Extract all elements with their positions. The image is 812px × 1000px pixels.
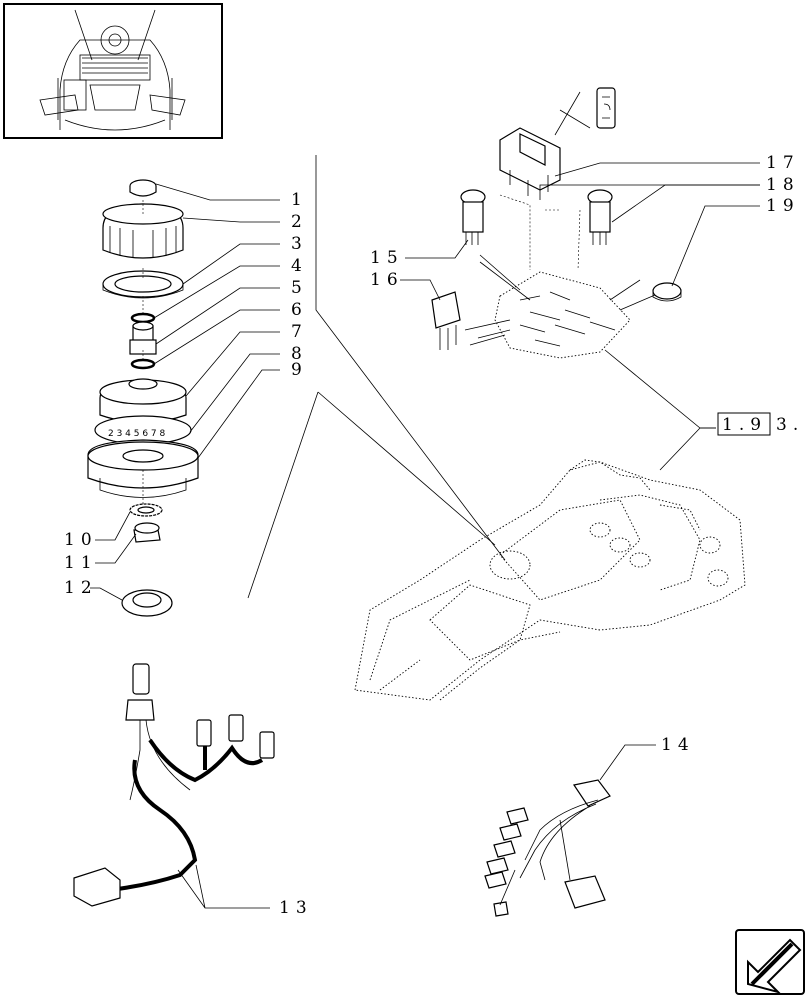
- part-11-nut: [133, 522, 161, 543]
- part-3-ring: [102, 270, 184, 299]
- reference-suffix: 3.: [776, 415, 804, 435]
- callout-5: 5: [291, 278, 308, 298]
- callout-14: 14: [661, 735, 695, 755]
- rocker-switch: [499, 127, 561, 196]
- callout-15: 15: [370, 248, 404, 268]
- part-1-cap: [129, 179, 157, 197]
- callout-3: 3: [291, 234, 308, 254]
- switch-panel: [494, 271, 631, 359]
- callout-8: 8: [291, 344, 308, 364]
- plug-15: [460, 189, 486, 245]
- callout-4: 4: [291, 256, 308, 276]
- reference-boxed: 1.9: [722, 415, 767, 435]
- part-6-oring: [130, 358, 156, 370]
- reference-label: 1.9 3.: [604, 349, 804, 471]
- callout-18: 18: [766, 175, 800, 195]
- part-5-shaft: [129, 321, 157, 355]
- knob-assembly: 2 3 4 5 6 7 8: [87, 179, 199, 617]
- callouts-left: 1 2 3 4 5 6 7 8 9 10 11 12: [64, 190, 308, 598]
- callout-10: 10: [64, 530, 98, 550]
- part-10-washer: [129, 503, 163, 517]
- callout-11: 11: [64, 553, 98, 573]
- switch-panel-parts: [400, 87, 760, 359]
- part-9-base: [87, 439, 199, 498]
- plug-16: [431, 291, 461, 350]
- tractor-cab-thumbnail[interactable]: [3, 3, 223, 139]
- callout-13: 13: [279, 898, 313, 918]
- callout-6: 6: [291, 300, 308, 320]
- callout-19: 19: [766, 196, 800, 216]
- callout-2: 2: [291, 212, 308, 232]
- harness-14: [484, 744, 656, 917]
- part-4-oring: [130, 312, 156, 324]
- connecting-lines: [247, 155, 506, 599]
- next-page-arrow-icon[interactable]: [735, 929, 805, 995]
- harness-13: [73, 663, 275, 909]
- part-12-ring: [121, 589, 173, 617]
- cab-dashboard: [354, 459, 746, 701]
- part-7-knob-body: [99, 378, 187, 424]
- leaders-left: [90, 183, 280, 601]
- plug-19: [652, 282, 682, 302]
- callout-12: 12: [64, 578, 98, 598]
- callout-17: 17: [766, 153, 800, 173]
- plug-18: [587, 189, 613, 245]
- callout-16: 16: [370, 270, 404, 290]
- callout-1: 1: [291, 190, 308, 210]
- dial-markings: 2 3 4 5 6 7 8: [108, 429, 166, 439]
- callout-7: 7: [291, 322, 308, 342]
- switch-symbol-icon: [596, 87, 616, 129]
- callout-9: 9: [291, 360, 308, 380]
